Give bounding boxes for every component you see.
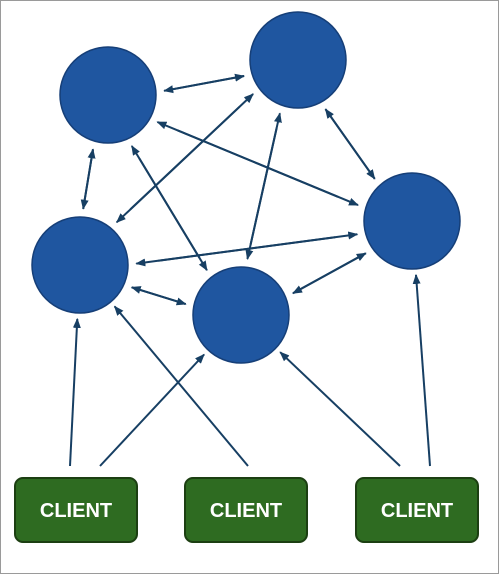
arrow-n5-to-n4: [292, 252, 367, 295]
arrow-c3-to-n4: [279, 351, 401, 467]
clients-layer: CLIENT CLIENT CLIENT: [14, 477, 479, 543]
node-n3: [31, 216, 129, 314]
arrow-n4-to-n3: [130, 286, 186, 306]
node-n1: [59, 46, 157, 144]
edges-layer: [69, 73, 431, 467]
arrow-n4-to-n2: [249, 112, 282, 245]
arrow-n3-to-n1: [82, 148, 96, 209]
client-box-c3: CLIENT: [355, 477, 479, 543]
client-box-c2: CLIENT: [184, 477, 308, 543]
client-label: CLIENT: [381, 500, 453, 522]
arrow-n2-to-n1: [163, 75, 245, 94]
client-box-c1: CLIENT: [14, 477, 138, 543]
arrow-n5-to-n1: [156, 121, 339, 198]
arrow-n5-to-n3: [135, 236, 336, 267]
client-box-bg: [14, 477, 138, 543]
node-n4: [192, 266, 290, 364]
nodes-layer: [31, 11, 461, 364]
node-n2: [249, 11, 347, 109]
arrow-c1-to-n3: [69, 317, 81, 467]
arrow-c1-to-n4: [99, 353, 205, 467]
client-box-bg: [184, 477, 308, 543]
arrow-n5-to-n2: [324, 108, 376, 180]
client-label: CLIENT: [210, 500, 282, 522]
arrow-n4-to-n1: [130, 145, 201, 259]
arrow-n3-to-n2: [129, 93, 254, 211]
arrow-c2-to-n3: [113, 305, 249, 467]
client-label: CLIENT: [40, 500, 112, 522]
client-box-bg: [355, 477, 479, 543]
arrow-c3-to-n5: [412, 273, 431, 467]
node-n5: [363, 172, 461, 270]
